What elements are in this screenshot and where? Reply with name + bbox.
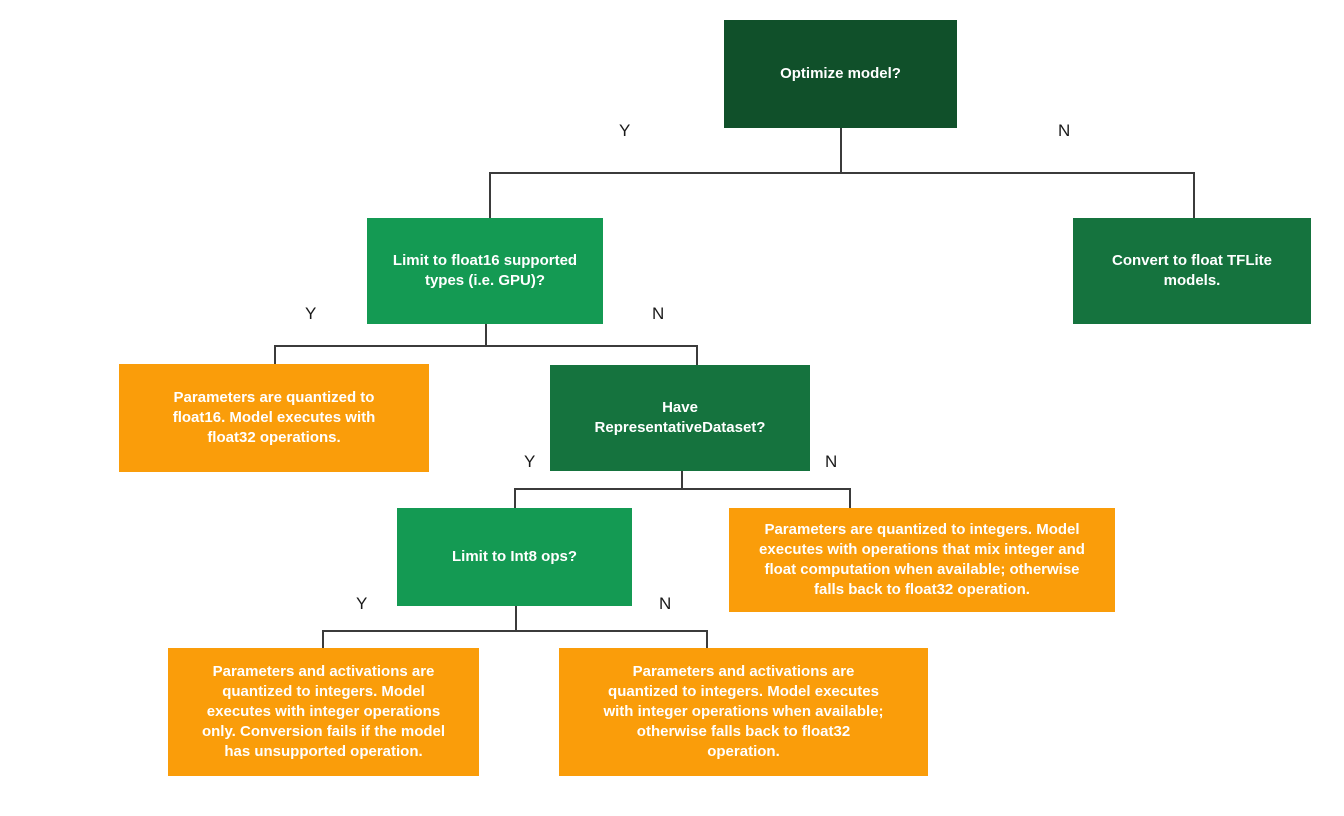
edge-int8-to-integer-only (322, 630, 324, 649)
branch-label-repdataset-no: N (825, 452, 838, 471)
limit-to-int8-ops-decision[interactable]: Limit to Int8 ops? (397, 508, 632, 606)
edge-repdataset-bus (514, 488, 850, 490)
parameters-activations-integer-fallback-outcome[interactable]: Parameters and activations are quantized… (559, 648, 928, 776)
branch-label-float16-yes: Y (305, 304, 317, 323)
edge-float16-to-params (274, 345, 276, 365)
edge-repdataset-to-int8 (514, 488, 516, 509)
branch-label-int8-yes: Y (356, 594, 368, 613)
edge-optimize-bus (489, 172, 1194, 174)
edge-int8-to-integer-fallback (706, 630, 708, 649)
parameters-quantized-integers-mixed-outcome[interactable]: Parameters are quantized to integers. Mo… (729, 508, 1115, 612)
edge-float16-to-repdataset (696, 345, 698, 366)
limit-to-float16-decision[interactable]: Limit to float16 supported types (i.e. G… (367, 218, 603, 324)
optimize-model-decision[interactable]: Optimize model? (724, 20, 957, 128)
edge-int8-stem (515, 606, 517, 631)
branch-label-float16-no: N (652, 304, 665, 323)
parameters-quantized-float16-outcome[interactable]: Parameters are quantized to float16. Mod… (119, 364, 429, 472)
edge-float16-bus (274, 345, 697, 347)
edge-float16-stem (485, 324, 487, 346)
parameters-activations-integer-only-outcome[interactable]: Parameters and activations are quantized… (168, 648, 479, 776)
edge-int8-bus (322, 630, 707, 632)
branch-label-optimize-no: N (1058, 121, 1071, 140)
edge-optimize-to-convert (1193, 172, 1195, 219)
edge-repdataset-stem (681, 471, 683, 489)
have-representative-dataset-decision[interactable]: Have RepresentativeDataset? (550, 365, 810, 471)
branch-label-int8-no: N (659, 594, 672, 613)
branch-label-repdataset-yes: Y (524, 452, 536, 471)
edge-repdataset-to-mixed (849, 488, 851, 509)
edge-optimize-to-float16 (489, 172, 491, 219)
convert-to-float-tflite-outcome[interactable]: Convert to float TFLite models. (1073, 218, 1311, 324)
edge-optimize-stem (840, 128, 842, 173)
branch-label-optimize-yes: Y (619, 121, 631, 140)
